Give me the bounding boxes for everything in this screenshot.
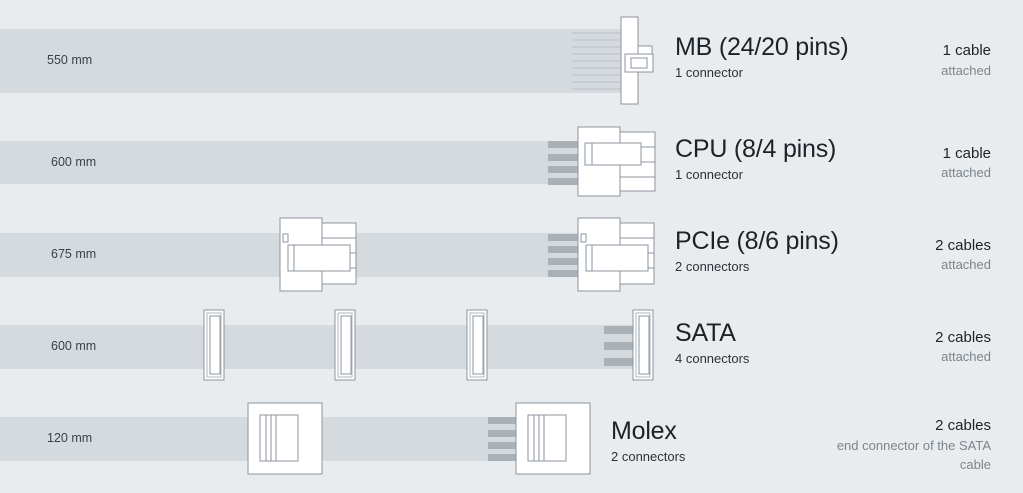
cable-count-sata: 2 cables xyxy=(935,329,991,346)
cpu-connector-icon xyxy=(548,126,656,197)
cable-row-pcie: 675 mm PCIe (8/6 pins) 2 connectors 2 ca… xyxy=(0,202,1023,294)
cable-status-pcie: attached xyxy=(941,257,991,272)
cable-count-molex: 2 cables xyxy=(935,417,991,434)
cable-length-molex: 120 mm xyxy=(47,431,93,445)
cable-count-cpu: 1 cable xyxy=(942,145,991,162)
connector-name-mb: MB (24/20 pins) xyxy=(675,33,849,61)
cable-count-mb: 1 cable xyxy=(942,42,991,59)
cable-length-sata: 600 mm xyxy=(51,339,97,353)
cable-row-cpu: 600 mm CPU (8/4 pins) 1 connector 1 cabl… xyxy=(0,110,1023,202)
cable-row-mb: 550 mm MB (24/20 pins) 1 connector 1 cab… xyxy=(0,0,1023,110)
connector-name-pcie: PCIe (8/6 pins) xyxy=(675,227,839,255)
connector-count-mb: 1 connector xyxy=(675,65,743,80)
cable-count-pcie: 2 cables xyxy=(935,237,991,254)
cable-status-mb: attached xyxy=(941,63,991,78)
connector-count-cpu: 1 connector xyxy=(675,167,743,182)
cable-band-sata xyxy=(0,325,640,369)
connector-name-sata: SATA xyxy=(675,319,736,347)
cable-band-mb xyxy=(0,29,625,93)
cable-length-pcie: 675 mm xyxy=(51,247,97,261)
cable-status-sata: attached xyxy=(941,349,991,364)
cable-length-mb: 550 mm xyxy=(47,53,93,67)
connector-count-sata: 4 connectors xyxy=(675,351,750,366)
mb-connector-icon xyxy=(572,16,654,105)
cable-length-cpu: 600 mm xyxy=(51,155,97,169)
pcie-connector-icon xyxy=(279,217,655,292)
connector-count-molex: 2 connectors xyxy=(611,449,686,464)
molex-connector-icon xyxy=(247,402,591,475)
connector-count-pcie: 2 connectors xyxy=(675,259,750,274)
cable-band-cpu xyxy=(0,141,585,184)
cable-row-sata: 600 mm SATA 4 connectors 2 cables attach… xyxy=(0,294,1023,386)
connector-name-molex: Molex xyxy=(611,417,677,445)
cable-status-molex: end connector of the SATA cable xyxy=(836,438,991,472)
sata-connector-icon xyxy=(203,309,654,381)
cable-row-molex: 120 mm Molex 2 connectors 2 cables end c… xyxy=(0,386,1023,493)
cable-status-cpu: attached xyxy=(941,165,991,180)
connector-name-cpu: CPU (8/4 pins) xyxy=(675,135,837,163)
